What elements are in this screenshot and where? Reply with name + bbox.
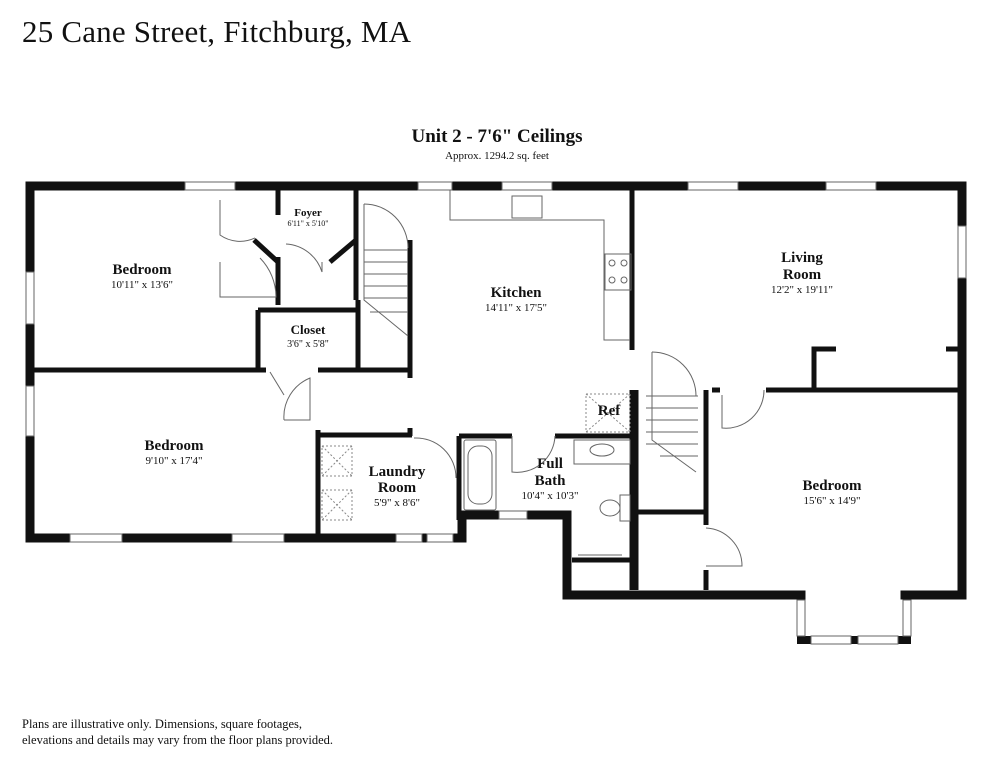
bay-window-wall xyxy=(797,591,911,644)
unit-area: Approx. 1294.2 sq. feet xyxy=(445,150,549,162)
dryer-icon xyxy=(321,489,353,521)
toilet-icon xyxy=(599,499,621,517)
room-dims-laundry: 5'9" x 8'6" xyxy=(374,497,420,509)
bathtub-icon xyxy=(463,439,497,511)
kitchen-counter xyxy=(449,190,632,341)
room-name-bath-1: Full xyxy=(537,456,563,472)
room-dims-bath: 10'4" x 10'3" xyxy=(522,490,579,502)
room-dims-kitchen: 14'11" x 17'5" xyxy=(485,302,547,314)
washer-icon xyxy=(321,445,353,477)
stove-icon xyxy=(604,253,632,291)
windows xyxy=(25,181,967,645)
unit-title: Unit 2 - 7'6" Ceilings xyxy=(411,126,583,147)
exterior-wall xyxy=(25,181,967,600)
room-name-bedroom-se: Bedroom xyxy=(803,478,862,494)
disclaimer-line-1: Plans are illustrative only. Dimensions,… xyxy=(22,717,303,731)
interior-walls xyxy=(34,190,958,590)
refrigerator-icon xyxy=(585,393,631,433)
room-dims-bedroom-se: 15'6" x 14'9" xyxy=(804,495,861,507)
laundry-appliances xyxy=(321,393,631,521)
room-name-kitchen: Kitchen xyxy=(491,285,542,301)
room-name-bath-2: Bath xyxy=(535,473,567,489)
room-name-laundry-2: Room xyxy=(378,480,417,496)
room-labels: Bedroom 10'11" x 13'6" Foyer 6'11" x 5'1… xyxy=(111,207,862,509)
sink-icon xyxy=(511,195,543,219)
room-dims-bedroom-nw: 10'11" x 13'6" xyxy=(111,279,173,291)
exterior-wall-west xyxy=(25,181,806,600)
room-name-foyer: Foyer xyxy=(294,207,322,219)
bath-fixtures xyxy=(463,439,631,522)
room-name-bedroom-sw: Bedroom xyxy=(145,438,204,454)
room-name-living-2: Room xyxy=(783,267,822,283)
room-name-bedroom-nw: Bedroom xyxy=(113,262,172,278)
room-name-closet: Closet xyxy=(291,322,326,337)
room-dims-living: 12'2" x 19'11" xyxy=(771,284,833,296)
disclaimer-line-2: elevations and details may vary from the… xyxy=(22,733,334,747)
room-dims-foyer: 6'11" x 5'10" xyxy=(287,219,328,228)
room-name-laundry-1: Laundry xyxy=(369,464,426,480)
doors xyxy=(219,200,765,567)
disclaimer: Plans are illustrative only. Dimensions,… xyxy=(22,716,442,748)
property-address: 25 Cane Street, Fitchburg, MA xyxy=(22,14,412,49)
vanity-sink-icon xyxy=(573,439,631,465)
room-name-living-1: Living xyxy=(781,250,823,266)
room-dims-bedroom-sw: 9'10" x 17'4" xyxy=(146,455,203,467)
stairs xyxy=(363,203,698,473)
room-dims-closet: 3'6" x 5'8" xyxy=(287,339,329,350)
room-name-ref: Ref xyxy=(598,403,621,419)
